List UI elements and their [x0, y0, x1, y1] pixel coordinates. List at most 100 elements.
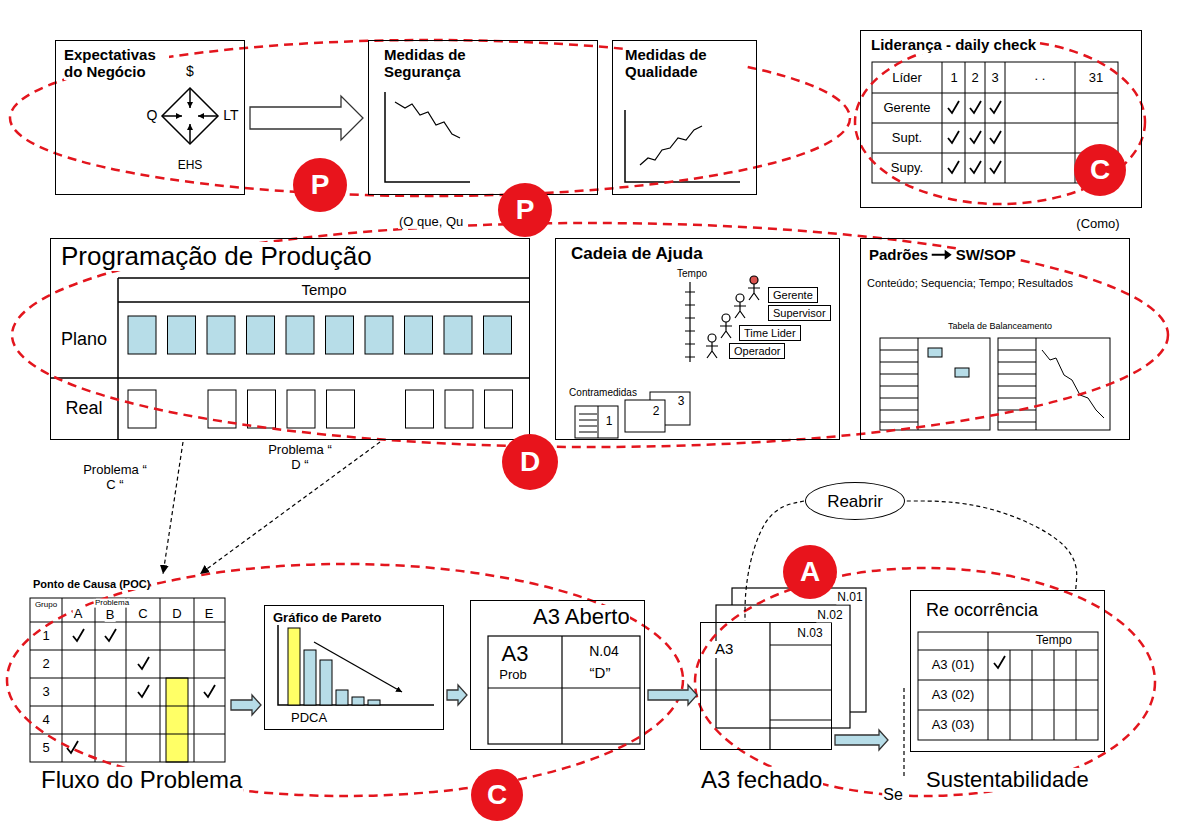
phase-letter: D — [520, 448, 540, 476]
page-number: N.03 — [796, 627, 823, 640]
table-cell: 3 — [41, 685, 50, 699]
flow-arrow — [250, 96, 363, 140]
table-cell: Problema — [94, 599, 130, 608]
balance-diamond — [189, 124, 191, 144]
box-text: PDCA — [291, 711, 327, 725]
problem-arrow — [200, 442, 380, 574]
box-title: Cadeia de Ajuda — [571, 245, 703, 264]
box-title: Supervisor — [773, 307, 826, 319]
pareto-box: Gráfico de ParetoPDCA — [264, 605, 444, 730]
reopen-link — [906, 501, 1077, 589]
diamond-label: $ — [185, 64, 195, 79]
divider-line — [903, 688, 904, 776]
note: (Como) — [1075, 217, 1120, 231]
page-number: N.02 — [816, 609, 843, 622]
box-title: A3 Aberto — [533, 605, 630, 629]
actual-block — [287, 390, 315, 428]
box-title: Operador — [734, 345, 780, 357]
phase-ellipse — [12, 223, 1168, 447]
table-cell: 1 — [949, 71, 958, 85]
balancing-table — [880, 338, 1110, 430]
balancing-table — [928, 348, 942, 357]
box-text: SW/SOP — [956, 247, 1016, 264]
stick-figure — [722, 314, 730, 322]
time-axis — [685, 282, 695, 362]
box-title: Padrões — [869, 247, 928, 264]
quality-chart — [640, 126, 702, 165]
table-cell: E — [204, 607, 215, 621]
plan-block — [168, 316, 196, 354]
table-cell: 2 — [41, 657, 50, 671]
standards-box: PadrõesSW/SOPConteúdo; Sequencia; Tempo;… — [860, 238, 1130, 440]
flow-arrow — [835, 730, 888, 750]
role-tag: Time Lider — [739, 325, 801, 341]
actual-block — [485, 390, 513, 428]
a3-page: A3 — [700, 622, 832, 750]
box-title: Ponto de Causa (POC) — [33, 578, 150, 590]
plan-block — [484, 316, 512, 354]
balance-diamond — [162, 115, 182, 117]
recurrence-table — [918, 632, 1098, 740]
phase-badge: C — [471, 769, 523, 821]
check-mark — [948, 101, 1001, 113]
phase-badge: P — [498, 183, 552, 237]
axis-label: Tempo — [676, 268, 708, 279]
note: Contramedidas — [568, 387, 638, 398]
plan-block — [405, 316, 433, 354]
phase-badge: P — [293, 158, 347, 212]
chart-box: Medidas de Qualidade — [612, 40, 757, 195]
balancing-table — [1042, 350, 1104, 418]
plan-block — [326, 316, 354, 354]
check-mark — [948, 161, 1001, 173]
pointer-arrow — [932, 254, 946, 256]
table-cell: . . — [1034, 69, 1047, 83]
pareto-chart — [314, 642, 402, 692]
table-cell: A — [73, 607, 84, 621]
schedule-table — [50, 278, 530, 440]
problem-arrow — [163, 442, 183, 574]
balancing-table — [880, 338, 990, 430]
schedule-table — [50, 278, 530, 440]
plan-block — [128, 316, 512, 354]
actual-block — [128, 390, 156, 428]
table-cell: 3 — [990, 71, 999, 85]
phase-badge: A — [783, 545, 837, 599]
table-cell: Tempo — [300, 282, 347, 299]
table-cell: Supy. — [890, 161, 924, 175]
stick-figure — [750, 276, 758, 284]
diamond-label: Q — [146, 108, 159, 123]
box-title: Expectativas do Negócio — [64, 47, 169, 80]
role-tag: Operador — [729, 343, 785, 359]
table-cell: 5 — [41, 741, 50, 755]
phase-letter: C — [1090, 156, 1110, 184]
schedule-box: Programação de Produção — [50, 238, 530, 440]
box-title: Re ocorrência — [926, 601, 1038, 621]
flow-arrow — [648, 685, 697, 705]
section-caption: A3 fechado — [700, 767, 823, 793]
diamond-label: EHS — [177, 159, 204, 172]
actual-block — [406, 390, 434, 428]
table-cell: Plano — [60, 330, 108, 350]
stick-figure — [708, 334, 716, 342]
box-title: Medidas de Segurança — [384, 47, 504, 80]
balancing-table — [998, 338, 1036, 430]
cause-matrix — [30, 598, 225, 762]
recurrence-table — [918, 632, 1098, 740]
balancing-table — [955, 368, 969, 377]
diamond-label: LT — [222, 108, 239, 123]
a3-stack — [716, 605, 850, 728]
page-number: 3 — [677, 395, 686, 408]
form-cell: “D” — [589, 665, 612, 682]
stick-figure — [720, 322, 732, 338]
pointer-arrow — [861, 239, 1129, 439]
safety-chart — [385, 92, 470, 182]
edge-label: Problema “ C “ — [80, 463, 150, 493]
cause-matrix — [30, 598, 225, 762]
actual-block — [128, 390, 513, 428]
stick-figure — [734, 302, 746, 318]
phase-badge: D — [502, 434, 558, 490]
divider-line — [903, 688, 904, 776]
actual-block — [248, 390, 276, 428]
